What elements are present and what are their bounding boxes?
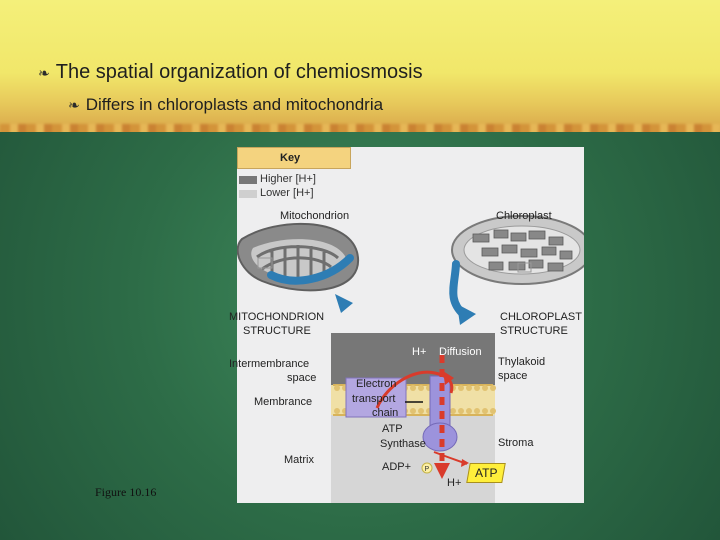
atp-label: ATP xyxy=(474,466,498,480)
adp-label: ADP+ xyxy=(382,461,412,473)
chloro-structure-label-line1: CHLOROPLAST xyxy=(500,311,582,323)
membrane-cross-section: P xyxy=(331,333,496,503)
bullet-icon: ❧ xyxy=(68,98,80,114)
mito-arrowhead-icon xyxy=(335,294,353,313)
chloro-structure-label-line2: STRUCTURE xyxy=(500,325,568,337)
thylakoid-label-line1: Thylakoid xyxy=(498,356,546,368)
mitochondrion-label: Mitochondrion xyxy=(280,210,350,222)
key-swatch-higher xyxy=(239,176,257,184)
intermembrane-label-line1: Intermembrance xyxy=(229,358,310,370)
key-swatch-lower xyxy=(239,190,257,198)
bullet-icon: ❧ xyxy=(38,66,50,82)
thylakoid-label-line2: space xyxy=(498,370,528,382)
etc-label-line1: Electron xyxy=(356,378,397,390)
diagram-svg: P xyxy=(237,215,584,503)
bullet-text-2: Differs in chloroplasts and mitochondria xyxy=(85,95,384,114)
atp-burst-label: ATP xyxy=(466,463,506,483)
bullet-item-1: ❧ The spatial organization of chemiosmosi… xyxy=(38,61,423,84)
intermembrane-label-line2: space xyxy=(287,372,317,384)
key-label-higher: Higher [H+] xyxy=(260,173,316,185)
proton-pump-arrow xyxy=(375,370,454,409)
matrix-label: Matrix xyxy=(284,454,314,466)
diffusion-label: Diffusion xyxy=(439,346,482,358)
bullet-text-1: The spatial organization of chemiosmosis xyxy=(55,61,423,83)
slide-header-band xyxy=(0,0,720,132)
key-title: Key xyxy=(237,147,351,169)
h-plus-top-label: H+ xyxy=(412,346,427,358)
membrance-label: Membrance xyxy=(254,396,313,408)
etc-label-line2: transport xyxy=(352,393,396,405)
figure-caption: Figure 10.16 xyxy=(95,485,157,499)
mito-structure-label-line2: STRUCTURE xyxy=(243,325,311,337)
phosphate-icon xyxy=(421,462,433,474)
chloroplast-illustration xyxy=(451,215,584,285)
bullet-item-2: ❧ Differs in chloroplasts and mitochondri… xyxy=(68,95,383,115)
mito-structure-label-line1: MITOCHONDRION xyxy=(229,311,325,323)
atp-synthase-label-line2: Synthase xyxy=(380,438,426,450)
key-label-lower: Lower [H+] xyxy=(260,187,314,199)
chloroplast-label: Chloroplast xyxy=(496,210,552,222)
h-plus-bottom-label: H+ xyxy=(447,477,462,489)
chemiosmosis-figure: Key Higher [H+] Lower [H+] xyxy=(229,147,584,503)
chloro-arrowhead-icon xyxy=(457,304,476,325)
svg-text:P: P xyxy=(425,466,430,473)
mito-callout-arrow xyxy=(267,254,354,285)
atp-synthase-label-line1: ATP xyxy=(382,423,403,435)
etc-label-line3: chain xyxy=(372,407,399,419)
stroma-label: Stroma xyxy=(498,437,534,449)
